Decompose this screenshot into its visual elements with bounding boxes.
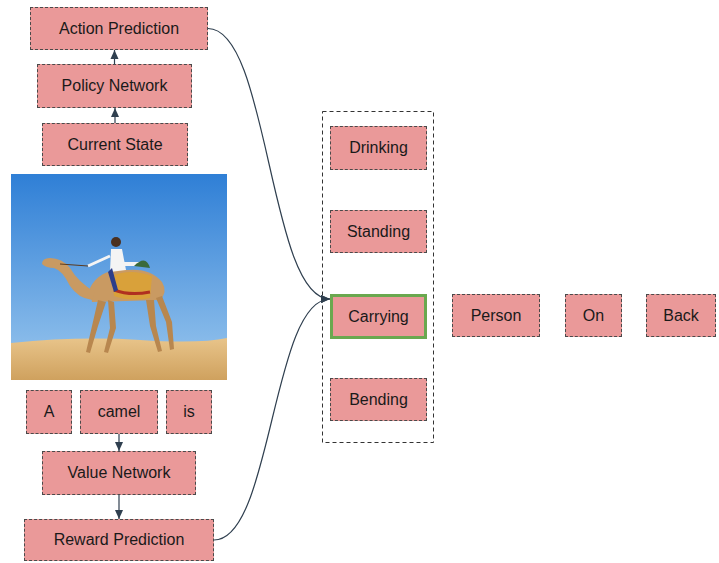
box-label: Bending <box>349 391 408 409</box>
box-label: Carrying <box>348 308 408 326</box>
flow-arrow <box>214 299 330 540</box>
box-label: Back <box>663 307 699 325</box>
box-label: Value Network <box>68 464 171 482</box>
box-label: On <box>583 307 604 325</box>
box-label: camel <box>98 403 141 421</box>
box-label: Reward Prediction <box>54 531 185 549</box>
label-box: Back <box>646 294 716 337</box>
flow-arrow <box>208 29 330 300</box>
selected-box: Carrying <box>330 294 427 339</box>
box-label: A <box>44 403 55 421</box>
option-group <box>323 112 434 443</box>
label-box: On <box>565 294 622 337</box>
label-box: is <box>166 390 212 434</box>
box-label: Action Prediction <box>59 20 179 38</box>
flow-arrow <box>114 50 115 64</box>
label-box: Current State <box>42 123 188 166</box>
label-box: Reward Prediction <box>24 519 214 561</box>
flow-arrow <box>118 495 119 519</box>
flow-arrow <box>114 108 115 123</box>
box-label: Standing <box>347 223 410 241</box>
label-box: Policy Network <box>37 64 192 108</box>
camel-photo <box>11 174 227 380</box>
label-box: Person <box>452 294 540 337</box>
label-box: camel <box>80 390 158 434</box>
label-box: A <box>26 390 72 434</box>
box-label: Drinking <box>349 139 408 157</box>
label-box: Action Prediction <box>30 7 208 50</box>
box-label: Current State <box>67 136 162 154</box>
flow-arrow <box>118 434 119 451</box>
label-box: Bending <box>330 378 427 421</box>
box-label: is <box>183 403 195 421</box>
box-label: Policy Network <box>62 77 168 95</box>
label-box: Standing <box>330 210 427 253</box>
label-box: Value Network <box>42 451 196 495</box>
box-label: Person <box>471 307 522 325</box>
label-box: Drinking <box>330 126 427 170</box>
